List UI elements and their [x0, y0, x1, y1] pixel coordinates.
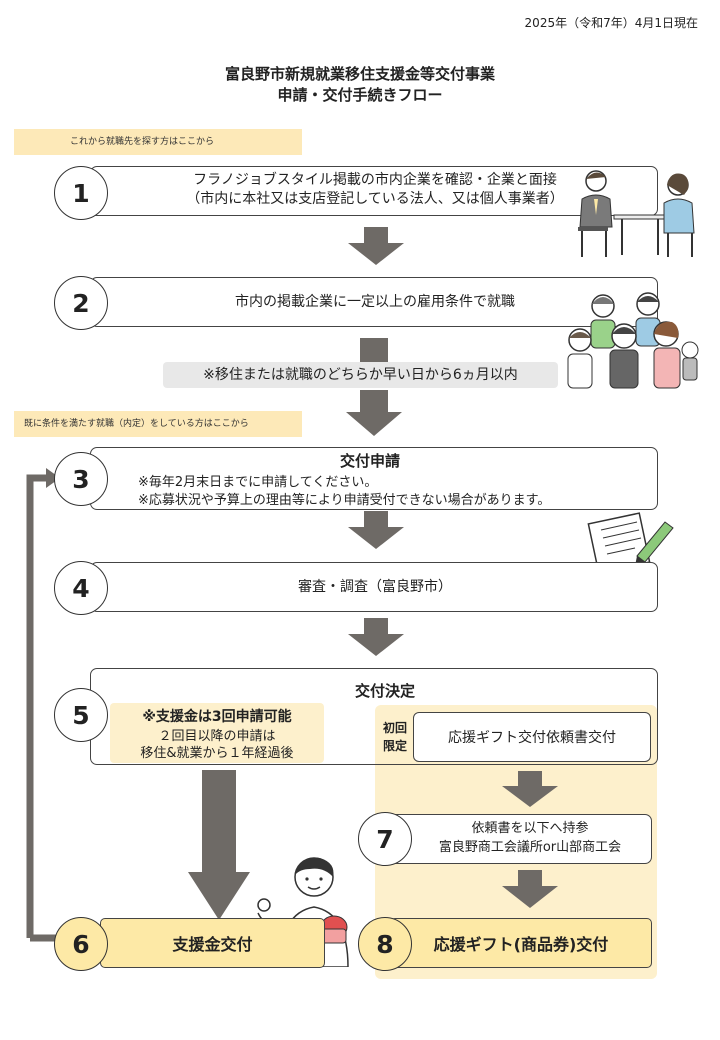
- page-subtitle: 申請・交付手続きフロー: [277, 86, 443, 104]
- step7-line2: 富良野商工会議所or山部商工会: [438, 840, 622, 855]
- interview-illustration-icon: [578, 170, 695, 257]
- step3-note1: ※毎年2月末日までに申請してください。: [138, 475, 378, 490]
- step3-note2: ※応募状況や予算上の理由等により申請受付できない場合があります。: [138, 493, 551, 508]
- step1-line2: （市内に本社又は支店登記している法人、又は個人事業者）: [186, 191, 564, 207]
- reapply-note-box: [110, 703, 324, 763]
- date-label: 2025年（令和7年）4月1日現在: [524, 16, 698, 30]
- step2-box: [90, 277, 658, 327]
- step1-box: [90, 166, 658, 216]
- step6-number: 6: [54, 917, 108, 971]
- gift-request-box: 応援ギフト交付依頼書交付: [413, 712, 651, 762]
- step7-line1: 依頼書を以下へ持参: [471, 821, 589, 836]
- step2-text: 市内の掲載企業に一定以上の雇用条件で就職: [235, 294, 515, 310]
- step6-box: 支援金交付: [100, 918, 325, 968]
- step3-title: 交付申請: [339, 452, 400, 470]
- step4-text: 審査・調査（富良野市）: [298, 579, 452, 595]
- note-new-seekers: これから就職先を探す方はここから: [14, 129, 302, 155]
- arrow-to-step8: [502, 870, 558, 908]
- step3-box: [90, 447, 658, 510]
- arrow-step2-stem: [360, 338, 388, 362]
- deadline-note: ※移住または就職のどちらか早い日から6ヵ月以内: [163, 362, 558, 388]
- arrow-to-step3: [346, 390, 402, 436]
- first-time-label-1: 初回: [382, 721, 407, 735]
- arrow-step4-to-5: [348, 618, 404, 656]
- step4-number: 4: [54, 561, 108, 615]
- step8-box: 応援ギフト(商品券)交付: [390, 918, 652, 968]
- arrow-step1-to-2: [348, 227, 404, 265]
- reapply-note-line1: ２回目以降の申請は: [158, 729, 276, 744]
- reapply-note-title: ※支援金は3回申請可能: [142, 709, 292, 725]
- step1-number: 1: [54, 166, 108, 220]
- step1-line1: フラノジョブスタイル掲載の市内企業を確認・企業と面接: [193, 172, 557, 188]
- step7-number: 7: [358, 812, 412, 866]
- reapply-note-line2: 移住&就業から１年経過後: [140, 746, 294, 761]
- step3-number: 3: [54, 452, 108, 506]
- document-pen-icon: [587, 512, 674, 574]
- page-title: 富良野市新規就業移住支援金等交付事業: [224, 65, 495, 83]
- arrow-to-step7: [502, 771, 558, 807]
- step2-number: 2: [54, 276, 108, 330]
- workers-illustration-icon: [567, 292, 699, 389]
- step5-title: 交付決定: [354, 682, 415, 700]
- arrow-step5-to-6: [188, 770, 250, 920]
- step5-number: 5: [54, 688, 108, 742]
- arrow-step3-to-4: [348, 511, 404, 549]
- step7-box: [390, 814, 652, 864]
- step8-number: 8: [358, 917, 412, 971]
- note-already-employed: 既に条件を満たす就職（内定）をしている方はここから: [14, 411, 302, 437]
- first-time-label-2: 限定: [382, 739, 407, 753]
